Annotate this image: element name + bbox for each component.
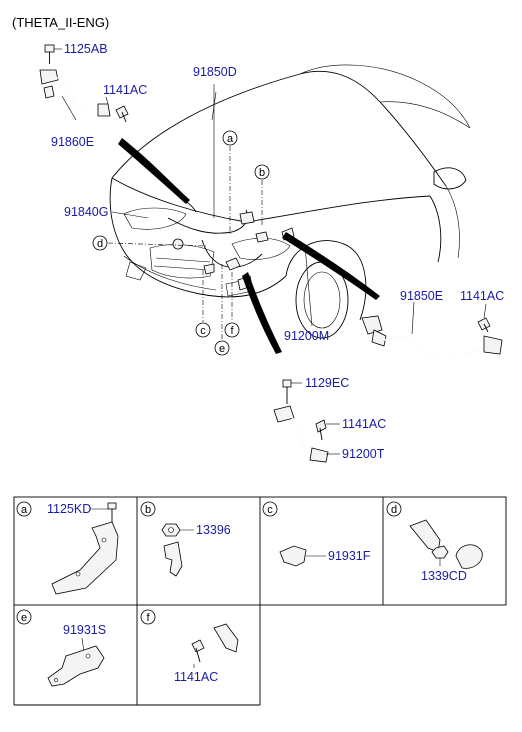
label-91850e: 91850E [400,289,443,303]
svg-text:f: f [230,325,234,337]
detail-f-part: 1141AC [174,670,218,684]
callout-f: f [224,322,240,338]
battery-cable-91860e-drawing [39,44,129,123]
svg-text:d: d [97,238,103,250]
callout-a: a [222,130,238,146]
label-1141ac-top: 1141AC [103,83,147,97]
label-91200t: 91200T [342,447,385,461]
detail-cell-c: c 91931F [262,501,371,567]
label-91860e: 91860E [51,135,94,149]
detail-b-part: 13396 [196,523,231,537]
detail-d-part: 1339CD [421,569,467,583]
svg-text:a: a [21,504,28,516]
callout-c: c [195,322,211,338]
ground-cable-91200t-drawing [273,379,340,463]
detail-cell-e: e 91931S [16,609,106,687]
detail-cell-f: f 1141AC [140,609,239,684]
callout-e: e [214,340,230,356]
label-91840g: 91840G [64,205,108,219]
svg-text:e: e [21,612,27,624]
svg-text:f: f [146,612,150,624]
label-1141ac-lower: 1141AC [342,417,386,431]
svg-text:d: d [391,504,397,516]
detail-a-part: 1125KD [47,502,91,516]
svg-text:e: e [219,343,225,355]
svg-text:c: c [267,504,273,516]
svg-text:b: b [145,504,151,516]
callout-guides [107,84,313,340]
battery-cable-91850e-drawing [361,301,503,357]
svg-text:a: a [227,133,234,145]
detail-cell-a: a 1125KD [16,501,119,595]
detail-c-part: 91931F [328,549,371,563]
svg-text:b: b [259,167,265,179]
label-1129ec: 1129EC [305,376,349,390]
detail-e-part: 91931S [63,623,106,637]
pointer-arrows [118,138,380,354]
callout-d: d [92,235,108,251]
detail-table [13,496,507,706]
label-1125ab: 1125AB [64,42,108,56]
label-1141ac-right: 1141AC [460,289,504,303]
detail-cell-b: b 13396 [140,501,231,577]
svg-text:c: c [200,325,206,337]
label-91200m: 91200M [284,329,329,343]
detail-cell-d: d 1339CD [386,501,483,583]
label-91850d: 91850D [193,65,237,79]
callout-b: b [254,164,270,180]
vehicle-front-outline [109,64,471,339]
engine-label: (THETA_II-ENG) [12,15,109,30]
